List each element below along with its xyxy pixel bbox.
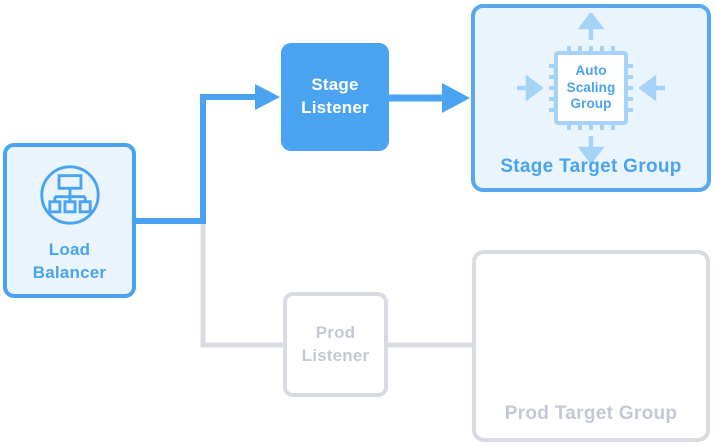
scale-in-left-arrow-head	[525, 74, 544, 102]
stage-target-group-label: Stage Target Group	[500, 156, 682, 177]
arrowhead-stagetargetgroup-icon	[442, 83, 470, 113]
stage-listener-label: Stage Listener	[301, 75, 369, 117]
lb-root-box	[57, 174, 82, 190]
scale-up-arrow-head	[577, 13, 605, 30]
lb-leaf-box-3	[78, 200, 92, 214]
connector-loadbalancer-to-stagelistener	[135, 94, 256, 224]
prod-listener-label: Prod Listener	[301, 322, 370, 365]
chip-pins	[549, 46, 633, 130]
lb-leaf-box-1	[47, 200, 61, 214]
load-balancer-node: Load Balancer	[3, 143, 136, 298]
chip-icon	[517, 13, 665, 163]
prod-target-group-label: Prod Target Group	[504, 403, 678, 424]
stage-listener-node: Stage Listener	[281, 43, 389, 151]
scale-in-right-arrow-head	[638, 74, 657, 102]
load-balancer-icon	[39, 165, 100, 225]
stage-target-group-node: Auto Scaling Group Stage Target Group	[471, 4, 711, 192]
chip-body	[554, 51, 628, 125]
scale-arrows	[517, 13, 665, 163]
prod-target-group-node: Prod Target Group	[472, 250, 710, 442]
prod-listener-node: Prod Listener	[283, 292, 388, 397]
auto-scaling-group-icon: Auto Scaling Group	[511, 13, 671, 163]
scale-down-arrow-head	[577, 146, 605, 163]
arrowhead-stagelistener-icon	[255, 84, 280, 110]
auto-scaling-group-label: Auto Scaling Group	[566, 63, 616, 112]
lb-leaf-box-2	[63, 200, 76, 214]
load-balancer-circle	[39, 165, 100, 225]
connector-loadbalancer-to-prodlistener	[200, 221, 284, 348]
lb-tree-lines	[52, 188, 87, 202]
load-balancer-label: Load Balancer	[32, 240, 107, 282]
